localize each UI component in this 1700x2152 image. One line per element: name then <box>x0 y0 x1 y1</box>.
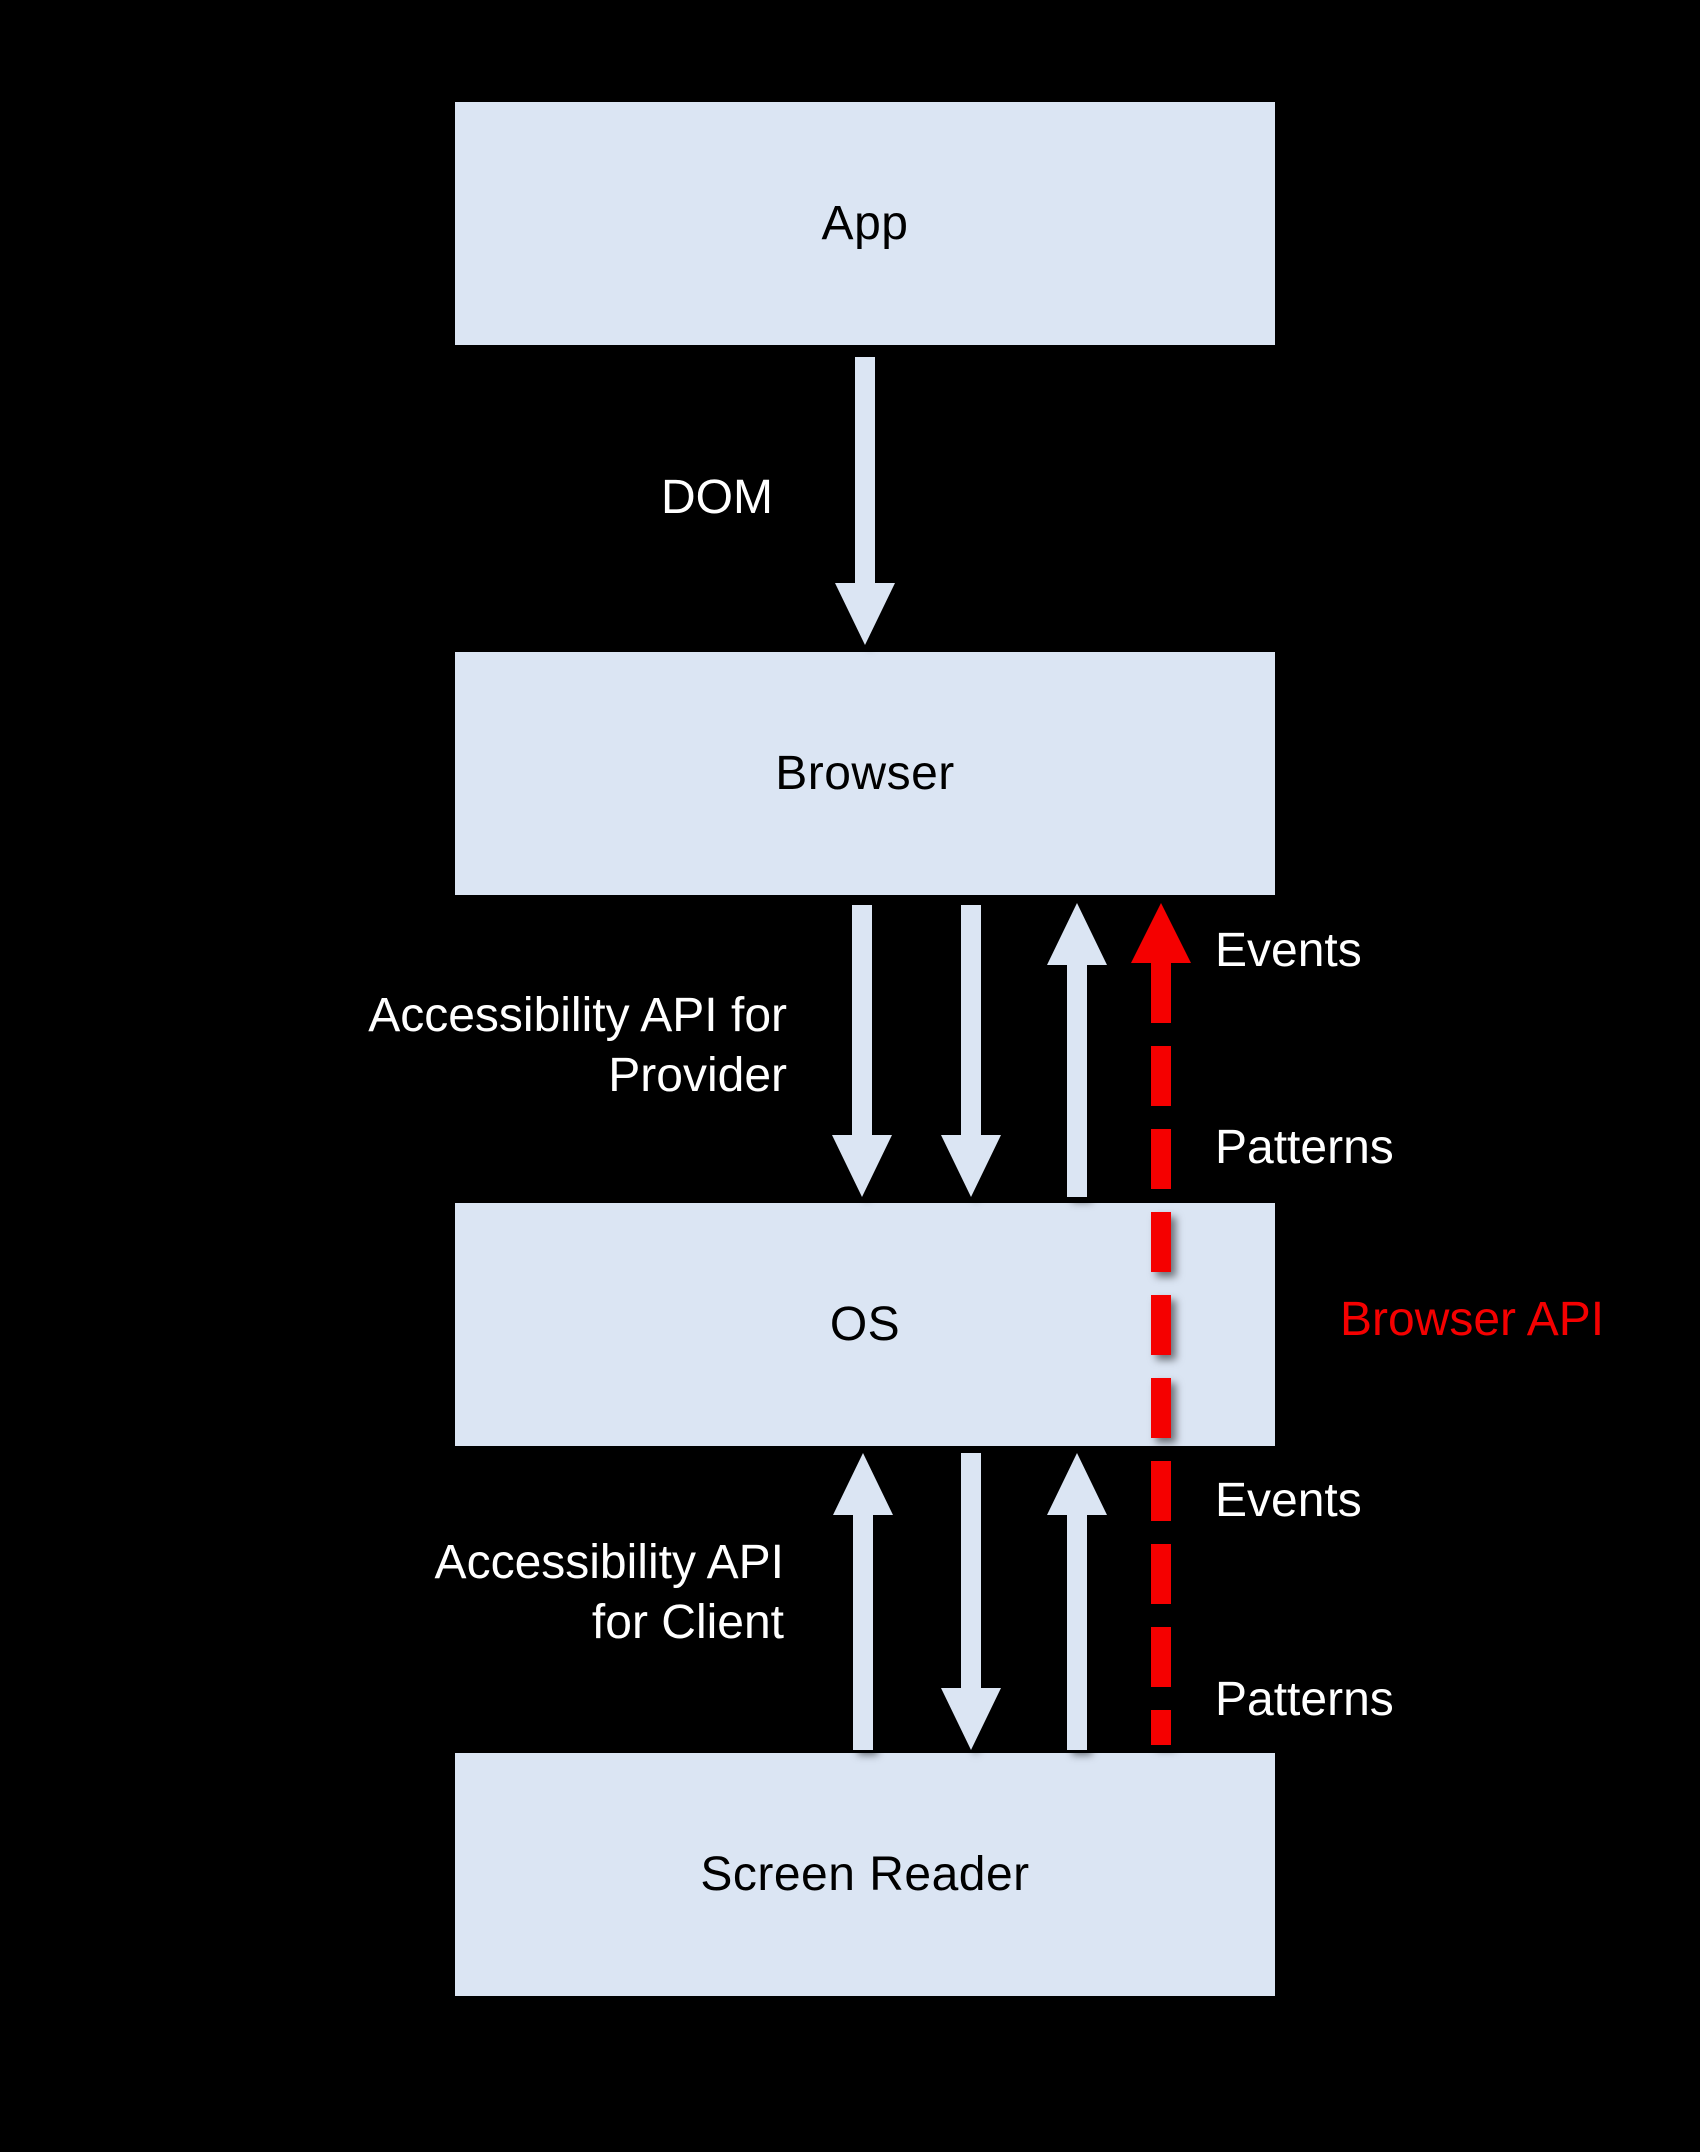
provider-down-arrow-1 <box>832 905 892 1197</box>
browser-api-arrow-dashed-line <box>1151 963 1171 1745</box>
accessibility-api-provider-label-line1: Accessibility API for <box>368 989 787 1042</box>
client-up-arrow-1-shaft <box>853 1515 873 1750</box>
browser-api-arrow <box>1131 903 1191 1745</box>
client-down-arrow-shaft <box>961 1453 981 1688</box>
provider-up-arrow-shaft <box>1067 965 1087 1197</box>
dom-arrow-shaft <box>855 357 875 583</box>
client-up-arrow-2 <box>1047 1453 1107 1750</box>
provider-down-arrow-1-shaft <box>852 905 872 1135</box>
accessibility-api-client-label-line2: for Client <box>591 1596 784 1649</box>
up-arrow-icon <box>1047 1453 1107 1515</box>
accessibility-api-provider-label-line2: Provider <box>608 1049 787 1102</box>
accessibility-api-provider-label: Accessibility API for Provider <box>368 986 787 1106</box>
client-up-arrow-1 <box>833 1453 893 1750</box>
events-label-os-screenreader: Events <box>1215 1474 1362 1527</box>
app-box-label: App <box>821 197 909 250</box>
patterns-label-os-screenreader: Patterns <box>1215 1673 1394 1726</box>
provider-up-arrow <box>1047 903 1107 1197</box>
down-arrow-icon <box>835 583 895 645</box>
down-arrow-icon <box>941 1688 1001 1750</box>
app-box: App <box>455 102 1275 345</box>
screen-reader-box-label: Screen Reader <box>700 1848 1030 1901</box>
accessibility-api-client-label-line1: Accessibility API <box>434 1536 784 1589</box>
screen-reader-box: Screen Reader <box>455 1753 1275 1996</box>
client-up-arrow-2-shaft <box>1067 1515 1087 1750</box>
patterns-label-browser-os: Patterns <box>1215 1121 1394 1174</box>
up-arrow-icon <box>1047 903 1107 965</box>
down-arrow-icon <box>832 1135 892 1197</box>
dom-arrow <box>835 357 895 645</box>
provider-down-arrow-2 <box>941 905 1001 1197</box>
client-down-arrow <box>941 1453 1001 1750</box>
browser-box: Browser <box>455 652 1275 895</box>
browser-box-label: Browser <box>775 747 955 800</box>
red-up-arrow-icon <box>1131 903 1191 963</box>
up-arrow-icon <box>833 1453 893 1515</box>
os-box-label: OS <box>829 1298 901 1351</box>
os-box: OS <box>455 1203 1275 1446</box>
provider-down-arrow-2-shaft <box>961 905 981 1135</box>
down-arrow-icon <box>941 1135 1001 1197</box>
dom-label: DOM <box>661 471 773 524</box>
browser-api-label: Browser API <box>1340 1293 1605 1346</box>
events-label-browser-os: Events <box>1215 924 1362 977</box>
accessibility-api-client-label: Accessibility API for Client <box>435 1533 784 1653</box>
